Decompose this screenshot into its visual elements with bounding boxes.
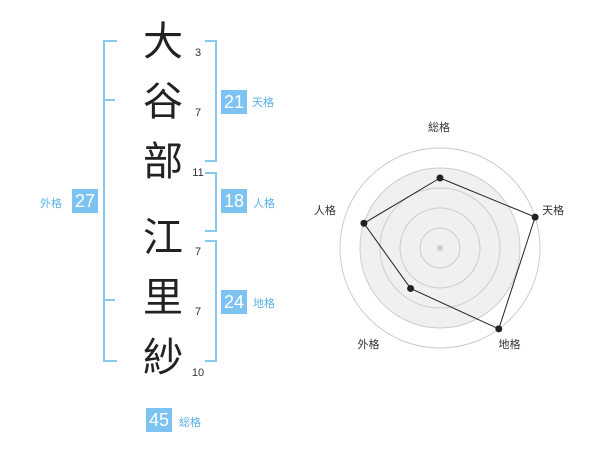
- soukaku-label: 総格: [179, 416, 201, 429]
- tenkaku-bracket: [205, 40, 217, 162]
- surname-char-3: 部: [143, 139, 183, 185]
- radar-center-dot: [437, 245, 443, 251]
- bracket-tick: [103, 299, 115, 301]
- tenkaku-value: 21: [221, 90, 247, 114]
- radar-ring: [419, 227, 461, 269]
- radar-axis-label: 総格: [428, 121, 450, 134]
- surname-char-1-strokes: 3: [194, 47, 202, 59]
- radar-point-5: [360, 219, 368, 227]
- radar-point-4: [407, 284, 415, 292]
- radar-point-3: [495, 325, 503, 333]
- chikaku-label: 地格: [253, 297, 275, 310]
- surname-char-2: 谷: [143, 79, 183, 125]
- bracket-tick: [103, 99, 115, 101]
- chikaku-value: 24: [221, 290, 247, 314]
- radar-ring: [359, 167, 521, 329]
- given-char-1-strokes: 7: [194, 246, 202, 258]
- jinkaku-value: 18: [221, 189, 247, 213]
- given-char-3: 紗: [143, 335, 183, 381]
- radar-ring: [399, 207, 481, 289]
- radar-axis-label: 人格: [313, 203, 336, 217]
- radar-ring: [339, 147, 541, 349]
- radar-axis-label: 外格: [357, 338, 380, 352]
- gaikaku-label: 外格: [40, 197, 62, 210]
- surname-char-2-strokes: 7: [194, 107, 202, 119]
- given-char-2: 里: [143, 275, 183, 321]
- tenkaku-label: 天格: [252, 96, 274, 109]
- radar-axis-label: 天格: [542, 203, 565, 217]
- gaikaku-value: 27: [72, 189, 98, 213]
- radar-series-line: [363, 177, 536, 330]
- gaikaku-bracket: [103, 40, 117, 362]
- jinkaku-label: 人格: [253, 197, 275, 210]
- given-char-2-strokes: 7: [194, 306, 202, 318]
- radar-point-2: [531, 213, 539, 221]
- radar-ring: [379, 187, 501, 309]
- given-char-1: 江: [143, 215, 183, 261]
- surname-char-3-strokes: 11: [192, 167, 204, 179]
- chikaku-bracket: [205, 240, 217, 362]
- radar-axis-label: 地格: [498, 338, 521, 352]
- jinkaku-bracket: [205, 172, 217, 232]
- given-char-3-strokes: 10: [191, 367, 205, 379]
- surname-char-1: 大: [143, 19, 183, 65]
- radar-point-1: [436, 174, 444, 182]
- soukaku-value: 45: [146, 408, 172, 432]
